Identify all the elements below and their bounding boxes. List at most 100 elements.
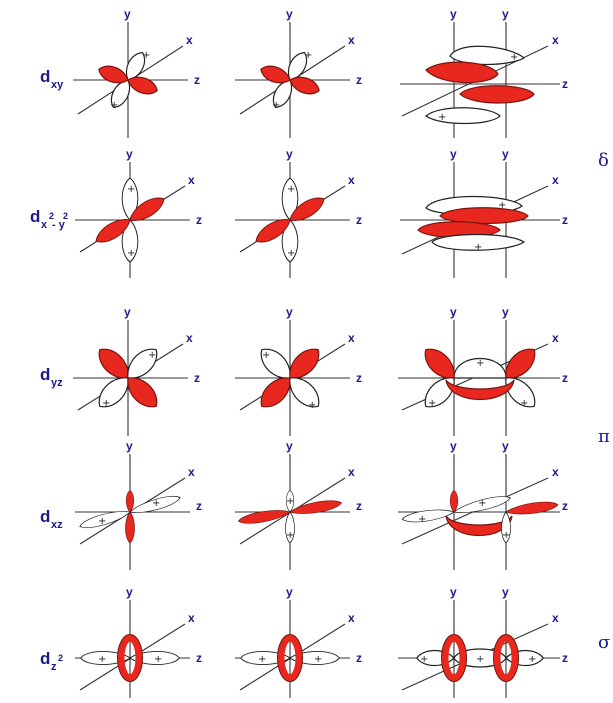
row-label-dxz: d xz	[40, 507, 63, 531]
svg-text:z: z	[51, 661, 57, 673]
overlap-dxz-pi: y y x z + + +	[398, 439, 568, 570]
svg-text:d: d	[40, 365, 50, 384]
svg-text:y: y	[502, 585, 509, 599]
orbital-dx2y2-1: y x z + +	[75, 147, 202, 278]
row-label-dz2: d z 2	[40, 649, 63, 673]
orbital-dz2-2: y x z + +	[235, 585, 362, 698]
svg-text:y: y	[450, 439, 457, 453]
row-label-dx2-y2: d x 2 - y 2	[30, 207, 68, 231]
svg-text:z: z	[194, 371, 200, 385]
svg-text:xy: xy	[51, 79, 64, 91]
svg-text:+: +	[428, 398, 436, 409]
coord-axes: y x z	[235, 439, 362, 570]
svg-text:x: x	[348, 465, 355, 479]
svg-text:y: y	[286, 439, 293, 453]
svg-text:x: x	[348, 331, 355, 345]
svg-text:+: +	[498, 200, 506, 211]
svg-text:+: +	[98, 654, 106, 665]
svg-text:+: +	[110, 100, 118, 111]
svg-text:x: x	[188, 173, 195, 187]
svg-text:+: +	[476, 358, 484, 369]
svg-text:z: z	[356, 73, 362, 87]
svg-text:+: +	[286, 496, 294, 507]
svg-text:2: 2	[49, 211, 54, 221]
svg-text:x: x	[348, 173, 355, 187]
svg-text:+: +	[474, 242, 482, 253]
svg-text:z: z	[356, 371, 362, 385]
svg-text:+: +	[148, 350, 156, 361]
svg-text:y: y	[286, 585, 293, 599]
orbital-dxy-2: y x z + +	[235, 7, 362, 138]
svg-text:y: y	[502, 305, 509, 319]
svg-text:+: +	[478, 498, 486, 509]
svg-text:x: x	[552, 173, 559, 187]
svg-text:x: x	[188, 611, 195, 625]
row-label-dxy: d xy	[40, 67, 64, 91]
svg-text:y: y	[124, 7, 131, 21]
svg-text:y: y	[450, 7, 457, 21]
svg-text:z: z	[196, 499, 202, 513]
overlap-dyz-pi: y y x z + + +	[398, 305, 568, 436]
svg-text:+: +	[152, 498, 160, 509]
svg-text:+: +	[287, 184, 295, 195]
svg-text:+: +	[272, 100, 280, 111]
row-label-dyz: d yz	[40, 365, 63, 389]
pi-bond-symbol: π	[598, 426, 610, 447]
svg-text:2: 2	[63, 211, 68, 221]
svg-text:x: x	[348, 611, 355, 625]
orbital-dyz-1: y x z + +	[73, 305, 200, 436]
svg-text:y: y	[286, 147, 293, 161]
svg-text:y: y	[286, 305, 293, 319]
svg-text:+: +	[258, 654, 266, 665]
orbital-dyz-2: y x z + +	[235, 305, 362, 436]
svg-text:+: +	[154, 654, 162, 665]
svg-text:d: d	[40, 649, 50, 668]
orbital-dx2y2-2: y x z + +	[235, 147, 362, 278]
svg-text:y: y	[450, 147, 457, 161]
svg-text:+: +	[528, 654, 536, 665]
svg-text:x: x	[348, 33, 355, 47]
coord-axes: y x z	[75, 439, 202, 570]
svg-text:d: d	[40, 67, 50, 86]
svg-text:+: +	[142, 50, 150, 61]
svg-text:+: +	[286, 530, 294, 541]
svg-text:z: z	[356, 213, 362, 227]
svg-text:+: +	[127, 184, 135, 195]
svg-text:+: +	[438, 112, 446, 123]
orbital-dxy-1: y x z + +	[73, 7, 200, 138]
svg-text:x: x	[41, 219, 48, 231]
svg-text:2: 2	[58, 653, 63, 663]
svg-text:y: y	[126, 439, 133, 453]
overlap-dxy-delta: y y x z + +	[400, 7, 568, 138]
svg-text:y: y	[450, 585, 457, 599]
svg-text:d: d	[40, 507, 50, 526]
svg-text:yz: yz	[51, 377, 63, 389]
svg-text:+: +	[314, 654, 322, 665]
svg-text:x: x	[552, 331, 559, 345]
svg-text:+: +	[98, 516, 106, 527]
svg-text:y: y	[450, 305, 457, 319]
svg-text:+: +	[418, 514, 426, 525]
svg-text:z: z	[562, 213, 568, 227]
svg-text:x: x	[552, 465, 559, 479]
svg-text:x: x	[552, 611, 559, 625]
svg-text:+: +	[287, 248, 295, 259]
svg-text:z: z	[562, 651, 568, 665]
svg-text:y: y	[126, 147, 133, 161]
svg-text:y: y	[502, 147, 509, 161]
svg-text:y: y	[286, 7, 293, 21]
svg-text:y: y	[502, 7, 509, 21]
svg-text:xz: xz	[51, 519, 63, 531]
svg-text:d: d	[30, 207, 40, 226]
svg-text:z: z	[562, 77, 568, 91]
orbital-dxz-2: y x z + +	[235, 439, 362, 570]
svg-text:y: y	[126, 585, 133, 599]
svg-text:y: y	[502, 439, 509, 453]
coord-axes: y y x z	[398, 585, 568, 698]
svg-text:z: z	[356, 499, 362, 513]
sigma-bond-symbol: σ	[598, 632, 610, 653]
orbital-dz2-1: y x z + +	[75, 585, 202, 698]
orbital-dxz-1: y x z + +	[75, 439, 202, 570]
svg-text:+: +	[262, 350, 270, 361]
svg-text:x: x	[186, 331, 193, 345]
